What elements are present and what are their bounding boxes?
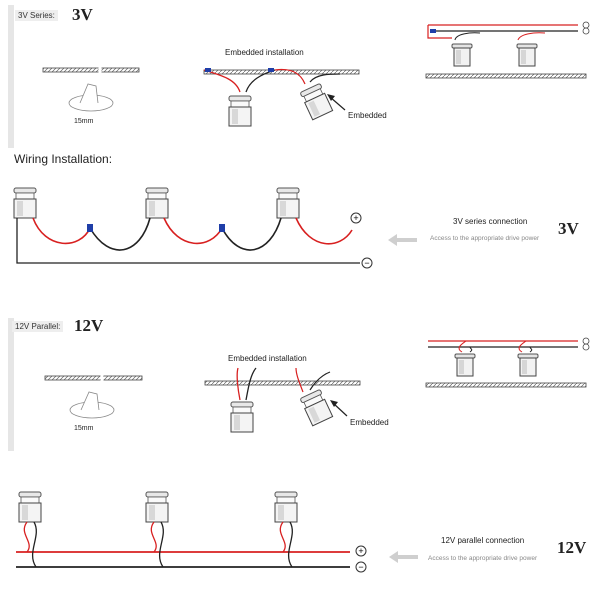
series-plate-hole <box>68 83 114 112</box>
parallel-voltage-title: 12V <box>74 316 104 335</box>
series-section-label: 3V Series: <box>15 10 58 21</box>
series-hole-size: 15mm <box>74 118 94 125</box>
svg-text:+: + <box>358 546 363 556</box>
parallel-hole-size: 15mm <box>74 425 94 432</box>
parallel-section-label: 12V Parallel: <box>12 321 64 332</box>
svg-text:+: + <box>353 213 358 223</box>
series-wiring-drawing: + − <box>13 187 417 269</box>
parallel-wiring-drawing: + − <box>16 491 418 573</box>
parallel-embedded-installation-label: Embedded installation <box>228 354 307 363</box>
parallel-plate-hole <box>69 391 115 419</box>
series-embedded-drawing <box>203 68 360 127</box>
parallel-connection-label: 12V parallel connection <box>441 536 525 545</box>
parallel-section-bar <box>8 318 14 451</box>
parallel-top-right-drawing <box>425 337 590 388</box>
svg-text:−: − <box>358 562 363 572</box>
svg-text:−: − <box>364 258 369 268</box>
parallel-plate-side <box>44 375 143 381</box>
series-voltage-title: 3V <box>72 5 93 24</box>
parallel-connection-voltage: 12V <box>557 538 587 557</box>
parallel-access-text: Access to the appropriate drive power <box>428 555 538 562</box>
parallel-embedded-label: Embedded <box>350 418 389 427</box>
series-embedded-installation-label: Embedded installation <box>225 48 304 57</box>
series-embedded-label: Embedded <box>348 111 387 120</box>
parallel-embedded-drawing <box>204 367 361 433</box>
series-top-right-drawing <box>425 21 590 79</box>
series-connection-label: 3V series connection <box>453 217 528 226</box>
series-connection-voltage: 3V <box>558 219 579 238</box>
series-plate-side <box>42 67 140 73</box>
series-section-bar <box>8 5 14 148</box>
wiring-title: Wiring Installation: <box>14 152 113 166</box>
series-access-text: Access to the appropriate drive power <box>430 235 540 242</box>
